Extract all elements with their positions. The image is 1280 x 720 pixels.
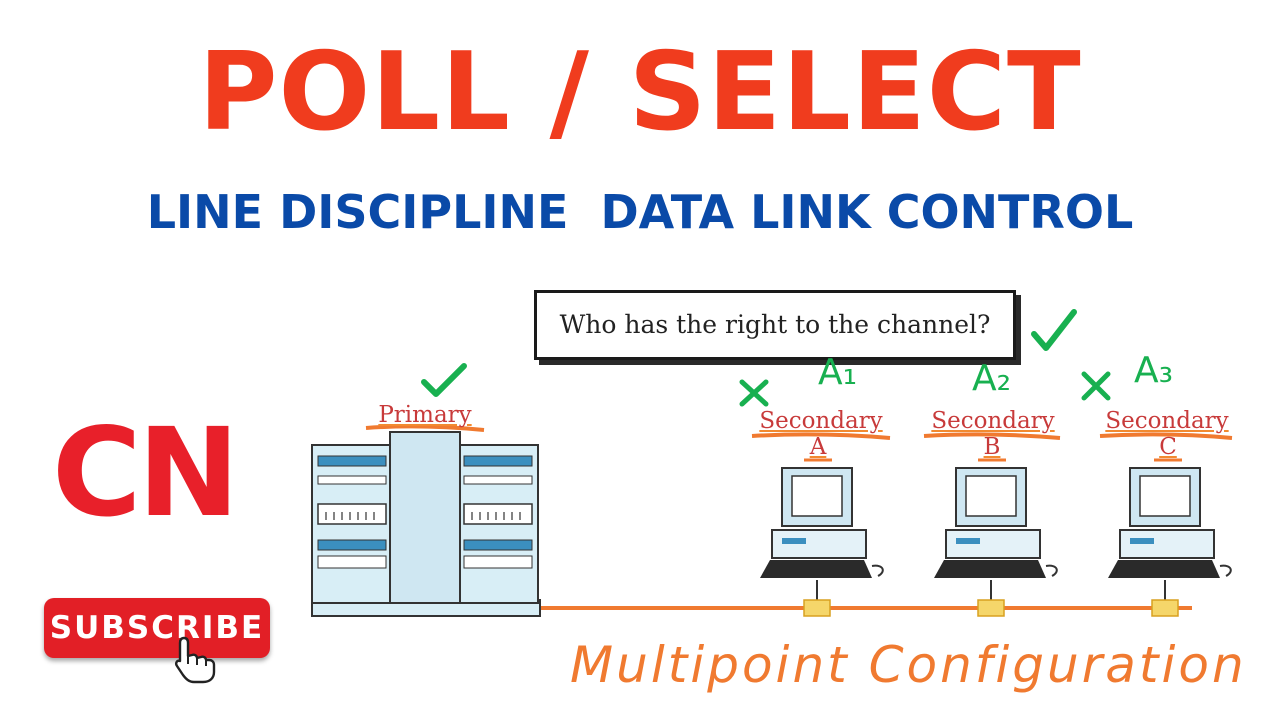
page-title: POLL / SELECT [198,30,1082,155]
secondary-a-label: Secondary [759,408,883,434]
secondary-b-label: Secondary [931,408,1055,434]
secondary-c-sub: C [1159,434,1177,460]
note-a3: A₃ [1134,350,1174,391]
cn-badge: CN [52,402,240,544]
secondary-c-label: Secondary [1105,408,1229,434]
secondary-b-sub: B [983,434,1001,460]
computer-icon [934,467,1058,617]
question-text: Who has the right to the channel? [559,310,991,339]
computer-icon [760,467,884,617]
diagram-caption: Multipoint Configuration [570,636,1247,694]
subscribe-label: SUBSCRIBE [49,610,265,646]
hand-cursor-icon [175,636,216,684]
primary-label: Primary [378,402,472,428]
check-icon [421,363,467,397]
page-subtitle: LINE DISCIPLINE DATA LINK CONTROL [146,185,1134,239]
subscribe-button[interactable]: SUBSCRIBE [44,598,270,684]
cross-icon [739,379,769,407]
secondary-a-sub: A [809,434,827,460]
mainframe-icon [311,431,541,617]
check-icon [1031,309,1077,351]
note-a2: A₂ [972,358,1012,399]
computer-icon [1108,467,1232,617]
note-a1: A₁ [818,352,858,393]
question-box: Who has the right to the channel? [534,290,1016,360]
cross-icon [1081,371,1111,401]
